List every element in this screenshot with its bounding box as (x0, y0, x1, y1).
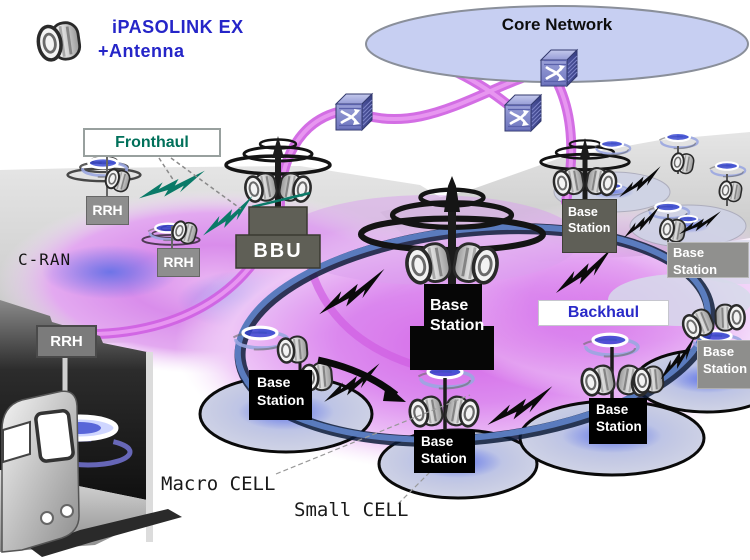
rrh-label: RRH (36, 325, 97, 358)
network-switch-icon (503, 93, 543, 133)
cran-label: C-RAN (18, 250, 72, 269)
product-name-line2: +Antenna (98, 41, 185, 61)
base-station-label-bottom-center: Base Station (414, 430, 475, 473)
backhaul-ring (234, 223, 716, 447)
macro-cell-label: Macro CELL (161, 473, 276, 495)
core-network-label: Core Network (501, 15, 613, 34)
small-cell-label: Small CELL (294, 499, 409, 521)
base-station-label-center: Base Station (430, 297, 485, 335)
leader-lines (158, 157, 471, 505)
product-name-line1: iPASOLINK EX (112, 17, 244, 37)
base-station-label-far-right: Base Station (697, 340, 750, 389)
base-station-label-bottom-right: Base Station (589, 398, 647, 444)
train-front-window (34, 409, 75, 463)
rrh-label: RRH (157, 248, 200, 277)
train-headlight (40, 511, 54, 525)
base-station-label-bottom-left: Base Station (249, 370, 312, 420)
network-switch-icon (539, 48, 579, 88)
central-base-station-pedestal (410, 284, 494, 370)
train-icon (1, 390, 182, 557)
bbu-label: BBU (253, 240, 303, 262)
backhaul-label: Backhaul (538, 300, 669, 326)
base-station-label-top-right: Base Station (562, 199, 617, 253)
network-switch-icon (334, 92, 374, 132)
train-headlight (60, 504, 74, 518)
rrh-label: RRH (86, 196, 129, 225)
train-side-window (2, 420, 31, 464)
base-station-label-right: Base Station (667, 242, 749, 278)
bbu-pedestal (235, 206, 321, 269)
fronthaul-link-bolts (136, 170, 311, 237)
ipasolink-logo-icon (34, 19, 84, 65)
handover-arrow (317, 356, 406, 402)
fronthaul-label: Fronthaul (83, 128, 221, 157)
